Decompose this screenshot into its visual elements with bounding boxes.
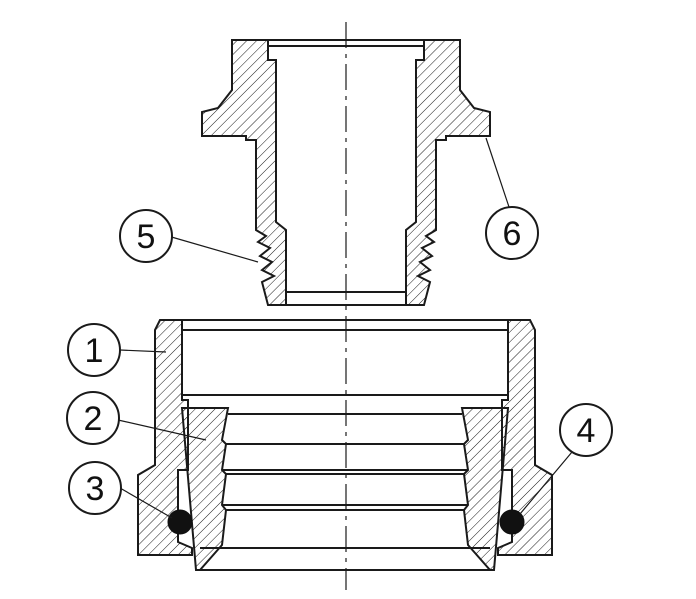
callout-label-5: 5: [137, 218, 156, 256]
callout-4: 4: [559, 403, 613, 457]
leader-line-5: [167, 235, 259, 263]
body-right-wall: [497, 319, 553, 556]
callout-label-3: 3: [86, 470, 105, 508]
insert-nipple: [201, 39, 491, 306]
callout-3: 3: [68, 461, 122, 515]
callout-6: 6: [485, 206, 539, 260]
callout-label-2: 2: [84, 400, 103, 438]
leader-line-2: [117, 419, 207, 441]
callout-5: 5: [119, 209, 173, 263]
clamping-ring: [180, 407, 510, 571]
leader-line-3: [119, 487, 173, 519]
callout-label-1: 1: [85, 332, 104, 370]
leader-line-1: [119, 349, 167, 353]
body-left-wall: [137, 319, 193, 556]
callout-label-4: 4: [577, 412, 596, 450]
coupling-body: [137, 319, 553, 556]
insert-right-wall: [405, 39, 491, 306]
callout-2: 2: [66, 391, 120, 445]
leader-line-4: [519, 451, 573, 515]
callout-label-6: 6: [503, 215, 522, 253]
callout-1: 1: [67, 323, 121, 377]
insert-left-wall: [201, 39, 287, 306]
o-ring-left: [167, 509, 193, 535]
leader-line-6: [485, 137, 511, 211]
o-ring-right: [499, 509, 525, 535]
